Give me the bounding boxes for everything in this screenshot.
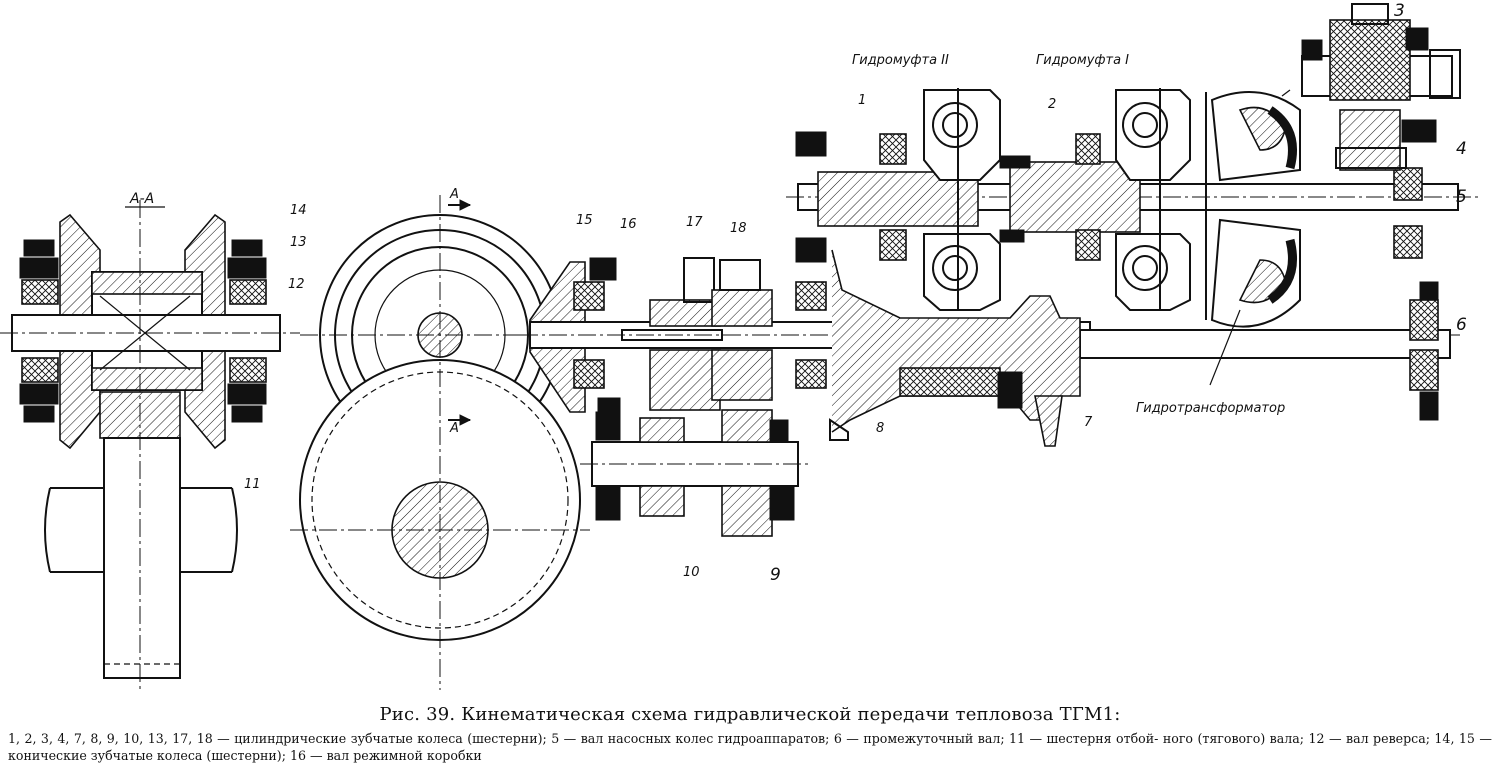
section-a-a: [0, 200, 300, 690]
label-12: 12: [288, 277, 305, 292]
label-1: 1: [858, 93, 866, 108]
label-9: 9: [770, 565, 781, 585]
label-13: 13: [290, 235, 307, 250]
label-11: 11: [244, 477, 261, 492]
label-16: 16: [620, 217, 637, 232]
label-4: 4: [1456, 139, 1467, 159]
gearbox: [520, 3, 1480, 537]
label-14: 14: [290, 203, 307, 218]
label-17: 17: [686, 215, 703, 230]
label-8: 8: [876, 421, 884, 436]
label-6: 6: [1456, 315, 1467, 335]
legend-line-2: ного (тягового) вала; 12 — вал реверса; …: [8, 731, 1492, 763]
gear-wheels: [290, 195, 590, 690]
label-18: 18: [730, 221, 747, 236]
label-5: 5: [1456, 187, 1467, 207]
label-cut-a-bottom: А: [449, 421, 459, 436]
label-hydrocoupling-1: Гидромуфта I: [1036, 53, 1129, 68]
label-cut-a-top: А: [449, 187, 459, 202]
label-2: 2: [1048, 97, 1056, 112]
figure-caption: Рис. 39. Кинематическая схема гидравличе…: [379, 704, 1121, 725]
label-10: 10: [683, 565, 700, 580]
label-7: 7: [1084, 415, 1093, 430]
legend-line-1: 1, 2, 3, 4, 7, 8, 9, 10, 13, 17, 18 — ци…: [8, 731, 1159, 746]
label-hydrotransformer: Гидротрансформатор: [1136, 401, 1285, 416]
label-section: А-А: [129, 191, 154, 207]
figure-legend: 1, 2, 3, 4, 7, 8, 9, 10, 13, 17, 18 — ци…: [8, 730, 1492, 764]
label-3: 3: [1394, 1, 1405, 21]
kinematic-diagram: А-А 14 13 12 11 А А 15 16 17 18 10 9 8 7…: [0, 1, 1480, 690]
label-hydrocoupling-2: Гидромуфта II: [852, 53, 949, 68]
label-15: 15: [576, 213, 593, 228]
labels: А-А 14 13 12 11 А А 15 16 17 18 10 9 8 7…: [125, 1, 1467, 585]
